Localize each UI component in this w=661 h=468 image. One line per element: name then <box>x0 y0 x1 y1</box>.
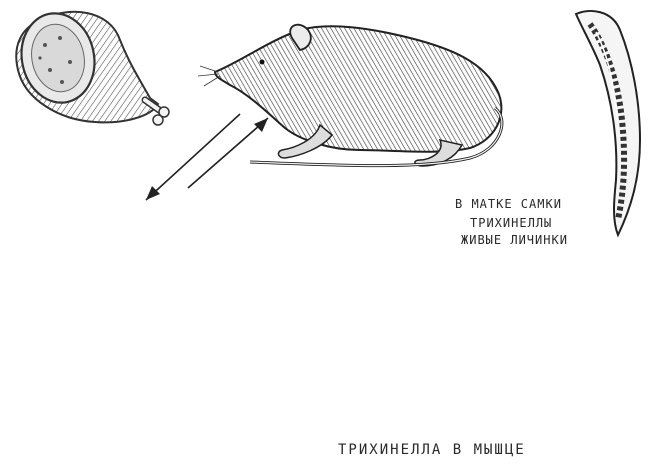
transmission-arrows <box>146 114 268 200</box>
ham-meat <box>13 6 169 125</box>
uterus-label-line3: ЖИВЫЕ ЛИЧИНКИ <box>461 233 568 247</box>
female-trichinella-worm <box>576 11 640 235</box>
rat <box>198 25 502 166</box>
muscle-label: ТРИХИНЕЛЛА В МЫШЦЕ <box>338 442 526 458</box>
uterus-label-line2: ТРИХИНЕЛЛЫ <box>470 216 552 230</box>
uterus-label-line1: В МАТКЕ САМКИ <box>455 197 562 211</box>
